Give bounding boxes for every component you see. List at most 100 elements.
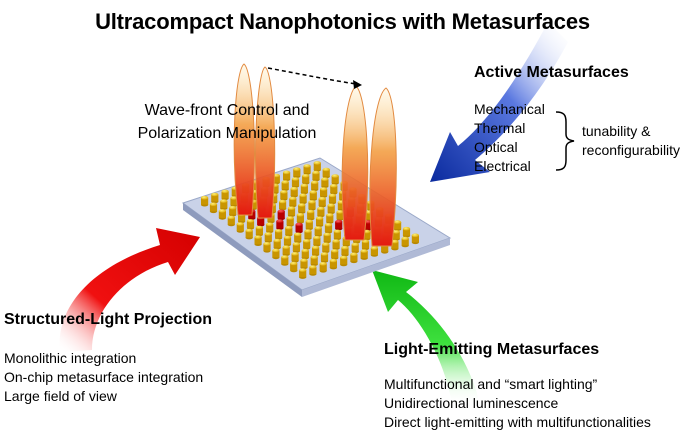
red-nanopillar (295, 222, 303, 234)
gold-nanopillar (321, 177, 329, 188)
list-item: On-chip metasurface integration (4, 369, 204, 385)
gold-nanopillar (286, 216, 294, 227)
gold-nanopillar (220, 199, 228, 210)
gold-nanopillar (340, 255, 348, 267)
gold-nanopillar (304, 229, 312, 240)
gold-nanopillar (281, 255, 289, 266)
gold-nanopillar (300, 258, 308, 270)
gold-nanopillar (331, 174, 339, 185)
gold-nanopillar (301, 248, 309, 260)
gold-nanopillar (201, 195, 209, 207)
gold-nanopillar (351, 242, 359, 254)
tunability-line-1: tunability & (582, 123, 651, 139)
gold-nanopillar (283, 170, 291, 182)
gold-nanopillar (309, 190, 317, 201)
gold-nanopillar (218, 209, 226, 220)
gold-nanopillar (264, 232, 272, 243)
gold-nanopillar (254, 235, 262, 246)
gold-nanopillar (316, 216, 324, 227)
gold-nanopillar (302, 174, 310, 185)
gold-nanopillar (303, 164, 311, 175)
gold-nanopillar (292, 242, 300, 253)
gold-nanopillar (394, 220, 402, 231)
gold-nanopillar (329, 258, 337, 270)
gold-nanopillar (318, 196, 326, 208)
gold-nanopillar (298, 203, 306, 214)
gold-nanopillar (246, 219, 255, 230)
gold-nanopillar (289, 196, 297, 208)
gold-nanopillar (299, 193, 307, 205)
gold-nanopillar (279, 199, 287, 211)
red-nanopillar (335, 219, 343, 231)
list-item: Thermal (474, 120, 526, 136)
gold-nanopillar (245, 228, 253, 240)
gold-nanopillar (287, 206, 296, 217)
light-emitting-list: Multifunctional and “smart lighting” Uni… (384, 375, 651, 432)
green-arrow-icon (372, 270, 480, 405)
gold-nanopillar (285, 225, 293, 237)
gold-nanopillar (322, 167, 330, 179)
gold-nanopillar (313, 235, 321, 247)
gold-nanopillar (331, 249, 339, 260)
tunability-note: tunability & reconfigurability (582, 122, 680, 160)
tunability-line-2: reconfigurability (582, 142, 681, 158)
gold-nanopillar (330, 184, 338, 195)
gold-nanopillar (211, 192, 219, 204)
gold-nanopillar (236, 222, 244, 233)
gold-nanopillar (266, 222, 274, 234)
gold-nanopillar (341, 245, 349, 257)
gold-nanopillar (275, 229, 283, 240)
list-item: Direct light-emitting with multifunction… (384, 414, 651, 430)
list-item: Multifunctional and “smart lighting” (384, 376, 598, 392)
red-arrow-icon (59, 228, 201, 352)
gold-nanopillar (310, 255, 318, 267)
wavefront-label: Wave-front Control and Polarization Mani… (112, 99, 342, 145)
gold-nanopillar (360, 249, 368, 260)
structured-light-list: Monolithic integration On-chip metasurfa… (4, 349, 203, 406)
list-item: Electrical (474, 158, 531, 174)
light-beams (233, 63, 397, 247)
gold-nanopillar (402, 226, 411, 238)
gold-nanopillar (314, 226, 322, 237)
gold-nanopillar (312, 245, 320, 257)
page-title: Ultracompact Nanophotonics with Metasurf… (95, 9, 590, 34)
gold-nanopillar (328, 193, 337, 205)
gold-nanopillar (290, 261, 298, 273)
gold-nanopillar (323, 232, 331, 244)
gold-nanopillar (361, 239, 370, 251)
gold-nanopillar (313, 161, 321, 172)
gold-nanopillar (391, 239, 399, 251)
gold-nanopillar (324, 223, 333, 234)
gold-nanopillar (336, 210, 344, 221)
gold-nanopillar (300, 183, 308, 195)
curly-bracket-icon (555, 111, 575, 171)
structured-light-title: Structured-Light Projection (4, 311, 212, 328)
gold-nanopillar (227, 215, 235, 227)
gold-nanopillar (350, 252, 358, 264)
gold-nanopillar (327, 203, 335, 215)
gold-nanopillar (291, 177, 300, 188)
gold-nanopillar (290, 186, 298, 198)
gold-nanopillar (294, 232, 302, 244)
gold-nanopillar (312, 170, 320, 182)
gold-nanopillar (229, 205, 237, 217)
gold-nanopillar (263, 242, 271, 253)
light-emitting-title: Light-Emitting Metasurfaces (384, 341, 600, 358)
gold-nanopillar (333, 229, 341, 241)
gold-nanopillar (370, 246, 378, 257)
gold-nanopillar (332, 239, 340, 250)
gold-nanopillar (296, 213, 304, 224)
gold-nanopillar (281, 180, 289, 191)
gold-nanopillar (273, 238, 281, 250)
gold-nanopillar (299, 268, 307, 279)
gold-nanopillar (280, 190, 288, 201)
gold-nanopillar (255, 225, 263, 237)
list-item: Unidirectional luminescence (384, 395, 559, 411)
wavefront-line-2: Polarization Manipulation (137, 125, 317, 142)
active-metasurfaces-title: Active Metasurfaces (474, 64, 629, 81)
gold-nanopillar (392, 230, 400, 241)
red-nanopillar (276, 219, 284, 230)
gold-nanopillar (305, 219, 313, 231)
red-nanopillar (277, 209, 285, 221)
